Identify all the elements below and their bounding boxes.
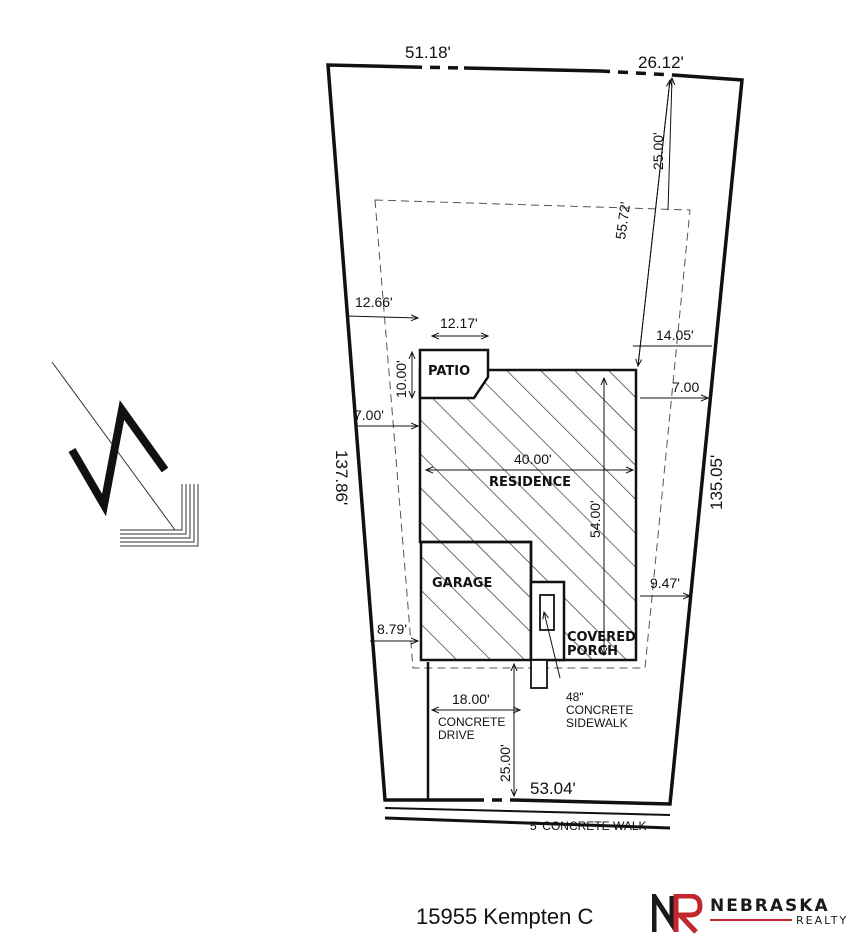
front-setback-dim: 25.00' [497,744,513,782]
street-walk [384,807,671,830]
patio-depth-dim: 10.00' [393,360,409,398]
drive-label-line1: CONCRETE [438,715,505,729]
drive-width-dim: 18.00' [452,691,490,707]
rear-setback-dim: 25.00' [650,132,666,170]
lot-boundary [326,63,744,806]
house-width-dim: 40.00' [514,451,552,467]
lot-left-side-dim: 137.86' [332,450,351,505]
left-patio-dim: 12.66' [355,294,393,310]
left-side-yard-dim: 7.00' [354,407,384,423]
lot-top-left-dim: 51.18' [405,43,451,62]
dimension-lines [346,78,712,796]
sidewalk-label-line2: CONCRETE [566,703,633,717]
structures [418,348,638,800]
right-to-porch-dim: 9.47' [650,575,680,591]
covered-porch-label-line2: PORCH [567,644,618,659]
right-side-yard-dim: 7.00 [672,379,699,395]
rear-to-house-dim: 55.72' [612,201,633,241]
brokerage-logo: NEBRASKA REALTY [648,888,868,940]
sidewalk-stub [530,659,548,689]
street-walk-label: 5' CONCRETE WALK [530,819,647,833]
property-address: 15955 Kempten C [416,904,594,929]
left-to-garage-dim: 8.79' [377,621,407,637]
brand-rule [710,919,792,921]
lot-bottom-dim: 53.04' [530,779,576,798]
patio-label: PATIO [428,364,470,379]
brand-name: NEBRASKA [710,896,830,916]
lot-right-side-dim: 135.05' [707,455,726,510]
house-depth-dim: 54.00' [587,500,603,538]
right-offset-dim: 14.05' [656,327,694,343]
north-arrow-icon [51,361,199,547]
garage-footprint [419,540,533,662]
residence-label: RESIDENCE [489,475,571,490]
patio-width-dim: 12.17' [440,315,478,331]
setback-envelope [374,199,691,669]
covered-porch-label-line1: COVERED [567,630,636,645]
lot-top-right-dim: 26.12' [638,53,684,72]
drive-label-line2: DRIVE [438,728,475,742]
brand-sub: REALTY [796,914,849,927]
nr-logo-icon [652,894,703,934]
garage-label: GARAGE [432,576,492,591]
sidewalk-label-line3: SIDEWALK [566,716,628,730]
patio-slab [418,348,490,400]
sidewalk-label-line1: 48" [566,690,584,704]
